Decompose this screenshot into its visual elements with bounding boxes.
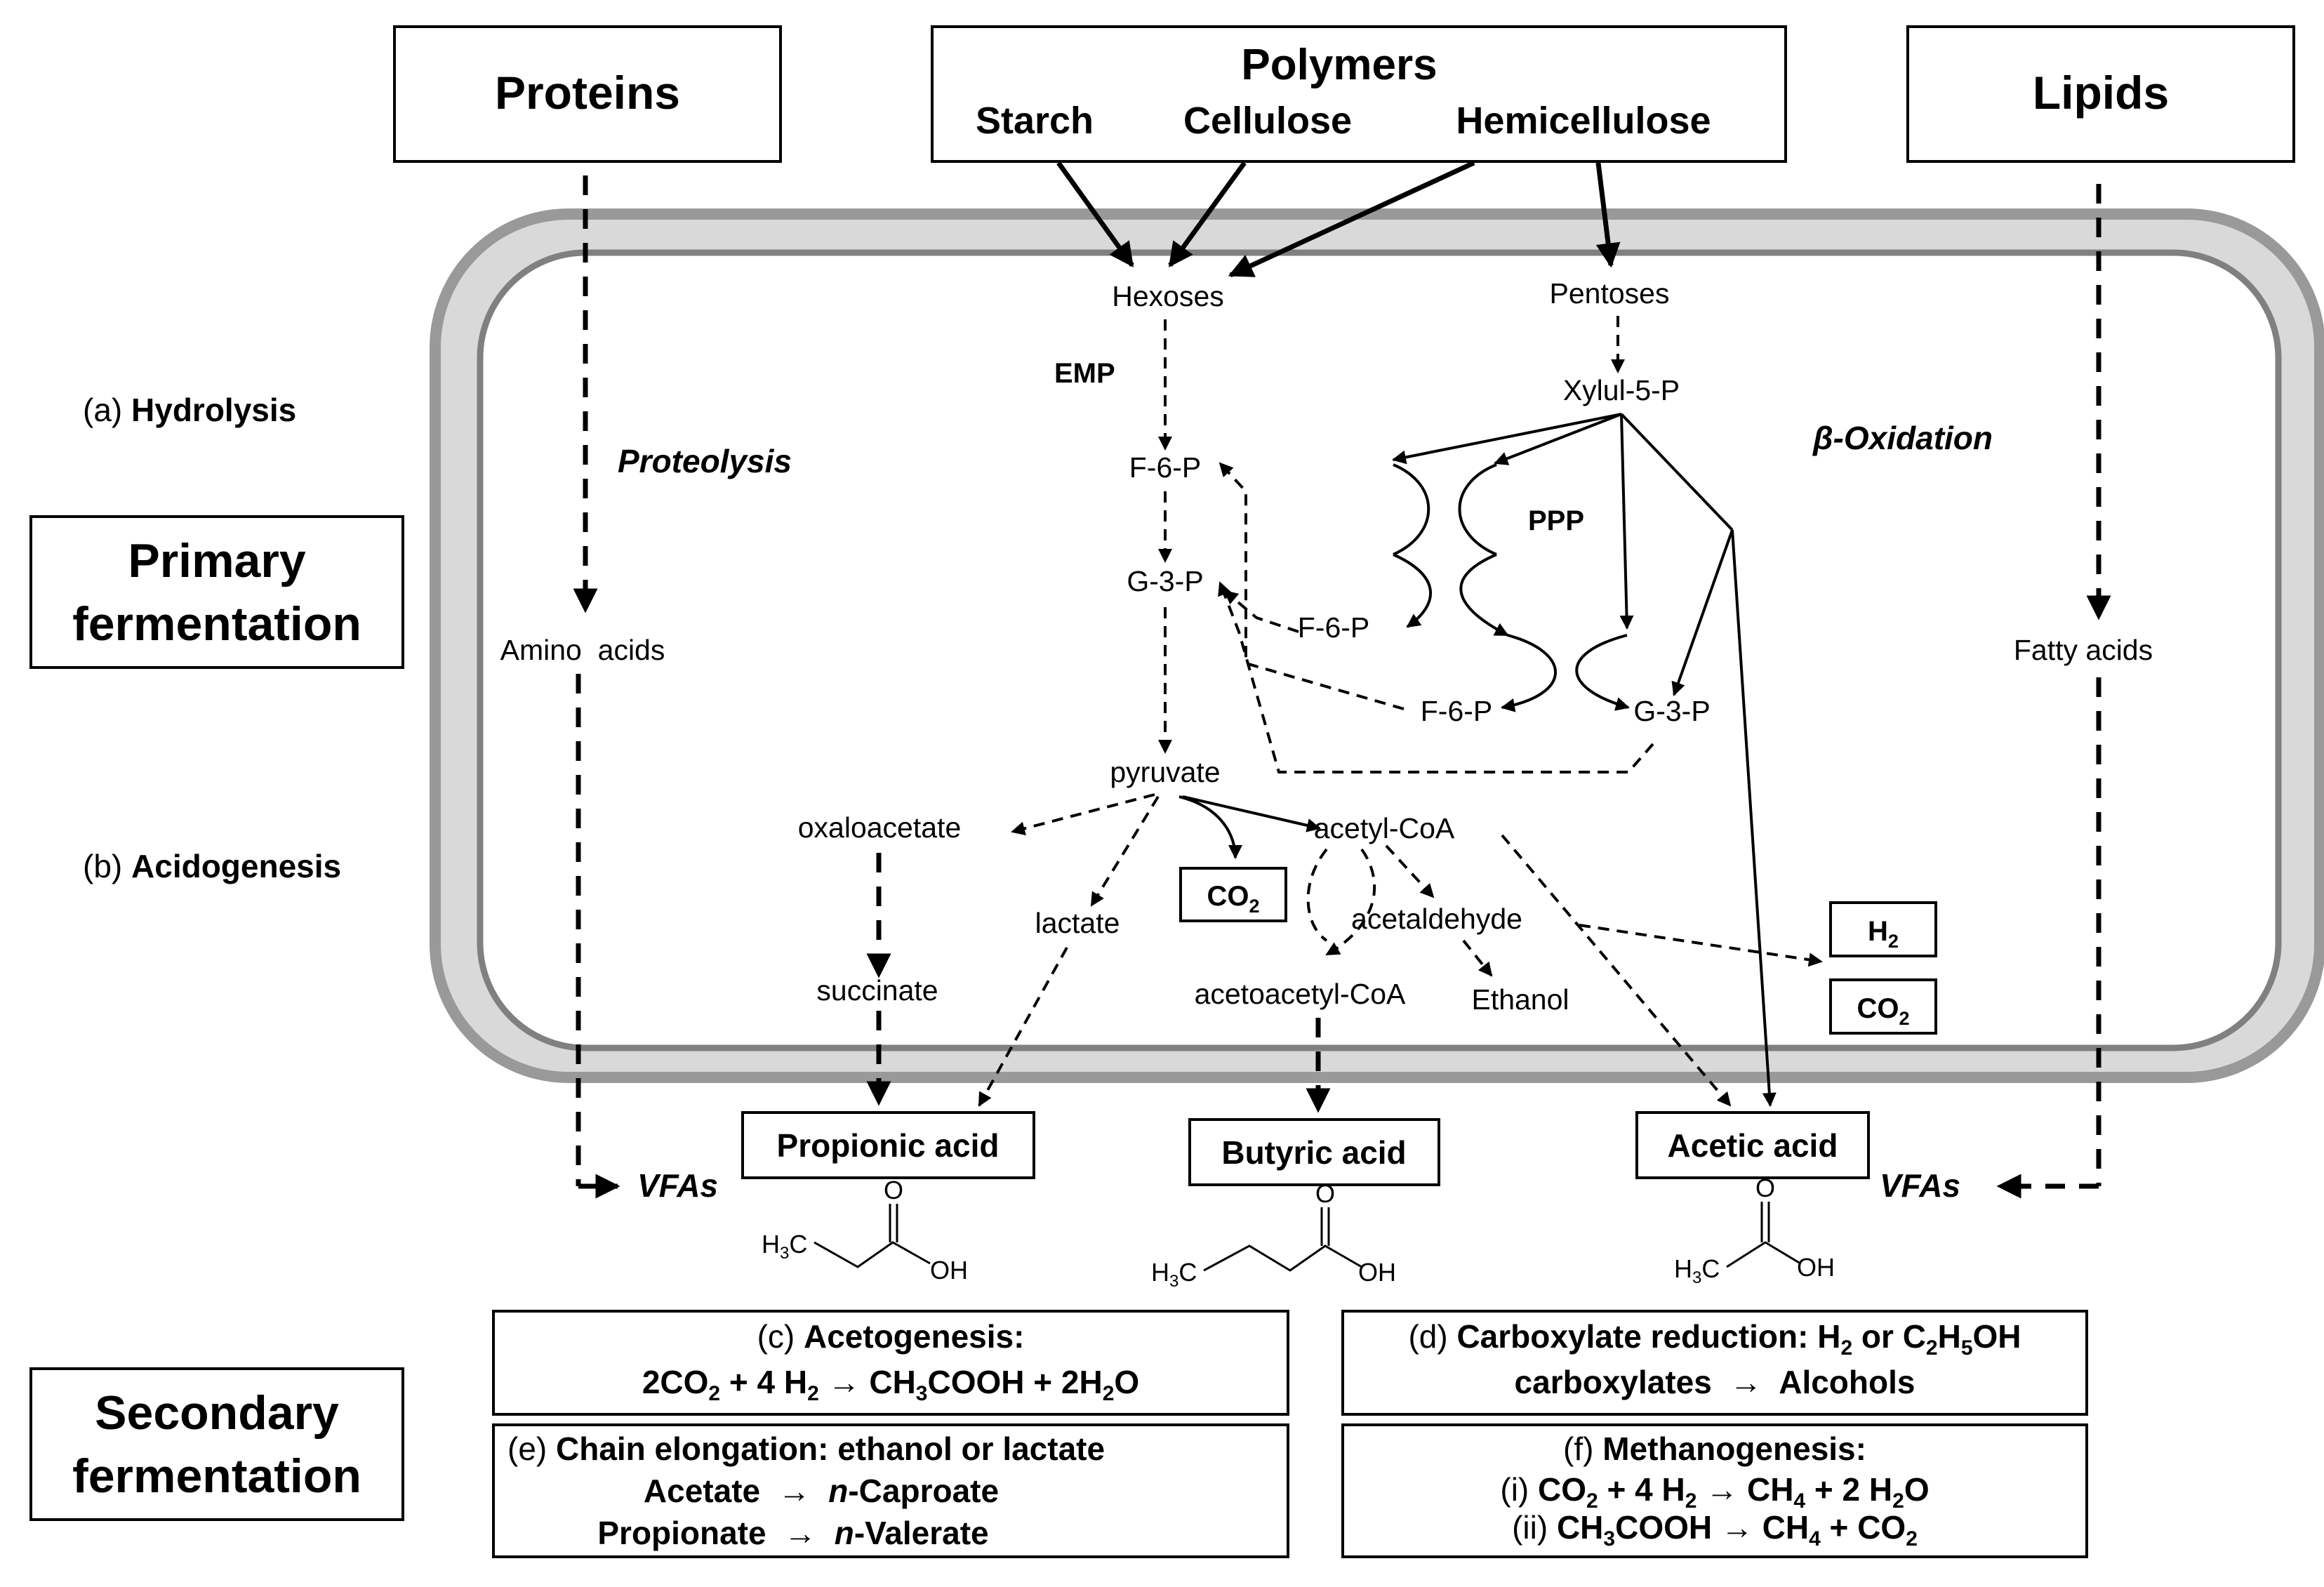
proteins-box: Proteins xyxy=(393,25,782,163)
carboxylate-reduction-line2: carboxylates → Alcohols xyxy=(1515,1364,1915,1400)
succinate-label: succinate xyxy=(816,974,938,1007)
secondary-fermentation-line1: Secondary xyxy=(95,1386,339,1440)
g3p-main-label: G-3-P xyxy=(1127,565,1203,597)
carboxylate-reduction-box: (d) Carboxylate reduction: H2 or C2H5OH … xyxy=(1341,1310,2088,1416)
acetogenesis-title: (c) Acetogenesis: xyxy=(757,1318,1025,1355)
vfas-left-label: VFAs xyxy=(637,1167,718,1204)
svg-text:O: O xyxy=(1315,1179,1335,1208)
propionic-acid-structure: H3C O OH xyxy=(762,1176,968,1284)
ethanol-label: Ethanol xyxy=(1471,983,1569,1016)
chain-elongation-box: (e) Chain elongation: ethanol or lactate… xyxy=(492,1423,1289,1558)
acetaldehyde-label: acetaldehyde xyxy=(1351,903,1522,935)
lipids-dashed-path xyxy=(1996,184,2111,1199)
beta-oxidation-label: β-Oxidation xyxy=(1812,420,1993,456)
cellulose-label: Cellulose xyxy=(1183,100,1352,142)
polymer-hydrolysis-arrows xyxy=(1056,160,1621,278)
acetoacetyl-coa-label: acetoacetyl-CoA xyxy=(1195,978,1406,1010)
proteins-dashed-path xyxy=(573,175,620,1199)
lipids-label: Lipids xyxy=(2033,67,2169,119)
vfas-right-label: VFAs xyxy=(1880,1167,1960,1204)
svg-text:H2: H2 xyxy=(1868,916,1899,952)
butyric-acid-structure: H3C O OH xyxy=(1151,1179,1396,1291)
hydrolysis-stage-label: (a) Hydrolysis xyxy=(83,392,296,428)
xylul5p-label: Xylul-5-P xyxy=(1563,374,1680,406)
acetyl-coa-label: acetyl-CoA xyxy=(1314,812,1455,844)
svg-text:O: O xyxy=(884,1176,903,1204)
chain-elongation-propionate: Propionate → n-Valerate xyxy=(597,1515,988,1551)
h2-box: H2 xyxy=(1829,901,1937,957)
fatty-acids-label: Fatty acids xyxy=(2014,634,2153,666)
lactate-label: lactate xyxy=(1035,907,1120,939)
methanogenesis-eq1: (i) CO2 + 4 H2 → CH4 + 2 H2O xyxy=(1500,1471,1929,1513)
g3p-ppp-label: G-3-P xyxy=(1633,695,1710,727)
proteins-label: Proteins xyxy=(495,67,680,119)
co2-box-right: CO2 xyxy=(1829,978,1937,1035)
f6p-ppp1-label: F-6-P xyxy=(1298,611,1370,644)
primary-fermentation-line2: fermentation xyxy=(72,597,361,651)
pyruvate-label: pyruvate xyxy=(1110,756,1220,788)
acetic-acid-box: Acetic acid xyxy=(1635,1111,1870,1179)
hexoses-label: Hexoses xyxy=(1112,280,1224,312)
primary-fermentation-line1: Primary xyxy=(128,534,305,587)
propionic-acid-box: Propionic acid xyxy=(741,1111,1035,1179)
acetic-acid-label: Acetic acid xyxy=(1668,1127,1838,1164)
co2-box-center: CO2 xyxy=(1179,867,1287,922)
svg-text:H3C: H3C xyxy=(762,1230,807,1263)
acidogenesis-arrows xyxy=(866,793,1823,1113)
svg-text:H3C: H3C xyxy=(1151,1258,1197,1291)
lipids-box: Lipids xyxy=(1906,25,2295,163)
chain-elongation-acetate: Acetate → n-Caproate xyxy=(644,1473,999,1509)
primary-fermentation-box: Primary fermentation xyxy=(29,515,404,669)
svg-text:OH: OH xyxy=(1797,1253,1835,1282)
carboxylate-reduction-title: (d) Carboxylate reduction: H2 or C2H5OH xyxy=(1408,1318,2021,1360)
chain-elongation-title: (e) Chain elongation: ethanol or lactate xyxy=(507,1430,1105,1467)
polymers-label: Polymers xyxy=(1241,41,1437,89)
propionic-acid-label: Propionic acid xyxy=(777,1127,1000,1164)
acidogenesis-stage-label: (b) Acidogenesis xyxy=(83,848,341,884)
ppp-label: PPP xyxy=(1528,505,1584,536)
polymers-box: Polymers Starch Cellulose Hemicellulose xyxy=(931,25,1787,163)
svg-text:CO2: CO2 xyxy=(1857,993,1909,1029)
hemicellulose-label: Hemicellulose xyxy=(1456,100,1711,142)
pentoses-label: Pentoses xyxy=(1550,277,1670,310)
secondary-fermentation-line2: fermentation xyxy=(72,1449,361,1503)
svg-text:O: O xyxy=(1755,1174,1775,1202)
methanogenesis-eq2: (ii) CH3COOH → CH4 + CO2 xyxy=(1512,1509,1918,1551)
butyric-acid-label: Butyric acid xyxy=(1221,1134,1406,1171)
acetic-acid-structure: H3C O OH xyxy=(1674,1174,1835,1287)
oxaloacetate-label: oxaloacetate xyxy=(798,811,962,844)
methanogenesis-title: (f) Methanogenesis: xyxy=(1563,1430,1866,1467)
emp-label: EMP xyxy=(1054,358,1115,389)
ppp-pathway-arrows xyxy=(1218,316,1777,1107)
svg-text:CO2: CO2 xyxy=(1207,881,1259,917)
f6p-ppp2-label: F-6-P xyxy=(1421,695,1493,727)
secondary-fermentation-box: Secondary fermentation xyxy=(29,1367,404,1521)
butyric-acid-box: Butyric acid xyxy=(1188,1118,1440,1186)
starch-label: Starch xyxy=(976,100,1094,142)
amino-acids-label: Amino acids xyxy=(500,634,665,666)
svg-text:OH: OH xyxy=(1358,1258,1396,1287)
acetogenesis-equation: 2CO2 + 4 H2 → CH3COOH + 2H2O xyxy=(642,1364,1139,1405)
acetogenesis-box: (c) Acetogenesis: 2CO2 + 4 H2 → CH3COOH … xyxy=(492,1310,1289,1416)
methanogenesis-box: (f) Methanogenesis: (i) CO2 + 4 H2 → CH4… xyxy=(1341,1423,2088,1558)
svg-text:H3C: H3C xyxy=(1674,1254,1720,1287)
svg-text:OH: OH xyxy=(930,1256,968,1284)
proteolysis-label: Proteolysis xyxy=(618,443,792,479)
f6p-main-label: F-6-P xyxy=(1129,451,1202,484)
cell-membrane xyxy=(430,208,2324,1083)
